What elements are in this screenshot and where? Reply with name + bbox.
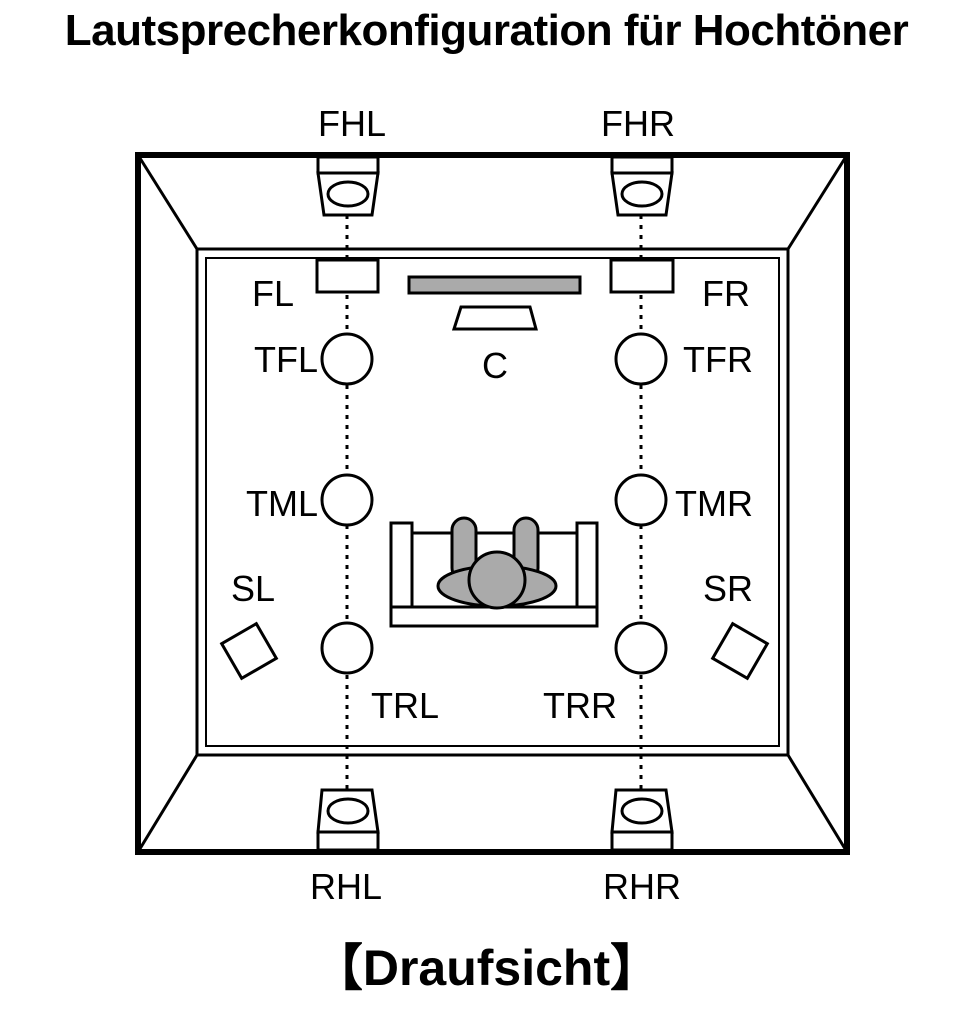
view-caption: 【Draufsicht】 [312, 940, 661, 996]
speaker-fhl [316, 155, 380, 217]
label-trl: TRL [371, 685, 439, 726]
label-rhr: RHR [603, 866, 681, 907]
diagram-title: Lautsprecherkonfiguration für Hochtöner [64, 6, 909, 55]
room-inner-wall-line [205, 257, 780, 747]
label-tfl: TFL [254, 339, 318, 380]
label-tfr: TFR [683, 339, 753, 380]
listener-sofa [389, 516, 599, 628]
label-c: C [482, 345, 508, 386]
listener-head [467, 550, 527, 610]
label-fhr: FHR [601, 103, 675, 144]
label-tml: TML [246, 483, 318, 524]
label-trr: TRR [543, 685, 617, 726]
labels: FHL FHR FL FR C TFL TFR TML TMR SL SR TR… [231, 103, 753, 907]
label-sr: SR [703, 568, 753, 609]
speaker-tml [320, 473, 374, 527]
perspective-line [786, 754, 849, 853]
perspective-line [786, 154, 849, 250]
speaker-tfl [320, 332, 374, 386]
speaker-fl [315, 258, 380, 294]
speaker-sl [219, 621, 279, 681]
room-inner-wall [195, 247, 790, 757]
speaker-trr [614, 621, 668, 675]
sofa-arm-left [389, 521, 414, 609]
speaker-tmr [614, 473, 668, 527]
label-fr: FR [702, 273, 750, 314]
label-sl: SL [231, 568, 275, 609]
room [135, 152, 850, 855]
speaker-fhr [610, 155, 674, 217]
speaker-sr [710, 621, 770, 681]
speaker-rhr [610, 788, 674, 852]
speaker-fr [609, 258, 675, 294]
speaker-tfr [614, 332, 668, 386]
label-fl: FL [252, 273, 294, 314]
label-tmr: TMR [675, 483, 753, 524]
sofa-arm-right [575, 521, 599, 609]
speaker-c [451, 305, 538, 331]
room-outer-wall [135, 152, 850, 855]
speaker-rhl [316, 788, 380, 852]
perspective-line [136, 754, 199, 853]
tv-screen [407, 275, 582, 295]
perspective-line [136, 154, 199, 250]
label-rhl: RHL [310, 866, 382, 907]
speaker-trl [320, 621, 374, 675]
label-fhl: FHL [318, 103, 386, 144]
sofa-base [389, 605, 599, 628]
